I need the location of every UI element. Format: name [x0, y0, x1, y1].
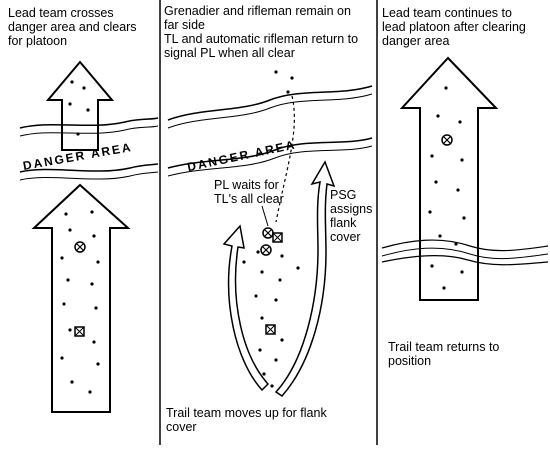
- note-line: flank: [330, 216, 357, 230]
- pl-note: PL waits for TL's all clear: [214, 178, 284, 206]
- note-line: TL's all clear: [214, 192, 284, 206]
- caption-line: Trail team returns to: [388, 340, 500, 354]
- danger-area-band-3: [381, 239, 549, 266]
- caption-line: for platoon: [8, 34, 68, 48]
- caption-line: TL and automatic rifleman return to: [164, 32, 359, 46]
- leader-symbol-3: [441, 134, 453, 146]
- psg-symbol: [74, 326, 85, 337]
- caption-line: Lead team crosses: [8, 6, 114, 20]
- psg-note: PSG assigns flank cover: [330, 188, 372, 244]
- panel-3-trail-caption: Trail team returns to position: [388, 340, 546, 368]
- left-flank-arrow: [222, 224, 270, 392]
- leader-symbol: [74, 241, 86, 253]
- pl-pointer: [261, 205, 269, 227]
- panel-1: DANGER AREA: [19, 60, 159, 413]
- note-line: PSG: [330, 188, 357, 202]
- far-side-team: [274, 70, 294, 94]
- tl-return-path: [275, 95, 295, 223]
- caption-line: Lead team continues to: [382, 6, 512, 20]
- caption-line: position: [388, 354, 432, 368]
- panel-3: [381, 56, 549, 301]
- note-line: assigns: [330, 202, 373, 216]
- platoon-arrow: [31, 183, 131, 413]
- lead-team-arrow-3: [399, 56, 499, 301]
- caption-line: Trail team moves up for flank: [166, 406, 327, 420]
- caption-line: lead platoon after clearing: [382, 20, 526, 34]
- caption-line: far side: [164, 18, 205, 32]
- soldier-dots: [60, 80, 100, 394]
- caption-line: danger area and clears: [8, 20, 137, 34]
- lead-team-arrow: [45, 60, 115, 151]
- caption-line: signal PL when all clear: [164, 46, 295, 60]
- note-line: PL waits for: [214, 178, 279, 192]
- soldier-dots-2: [242, 250, 300, 388]
- danger-area-band-2: [167, 85, 373, 177]
- leader-symbols-2: [260, 227, 283, 335]
- caption-line: Grenadier and rifleman remain on: [164, 4, 351, 18]
- caption-line: cover: [166, 420, 197, 434]
- panel-3-caption: Lead team continues to lead platoon afte…: [382, 6, 548, 48]
- right-flank-arrow: [274, 160, 336, 397]
- soldier-dots-3: [428, 86, 466, 290]
- panel-2-trail-caption: Trail team moves up for flank cover: [166, 406, 376, 434]
- danger-area-band: [19, 117, 159, 181]
- note-line: cover: [330, 230, 361, 244]
- panel-1-caption: Lead team crosses danger area and clears…: [8, 6, 156, 48]
- panel-2-caption: Grenadier and rifleman remain on far sid…: [164, 4, 376, 60]
- caption-line: danger area: [382, 34, 450, 48]
